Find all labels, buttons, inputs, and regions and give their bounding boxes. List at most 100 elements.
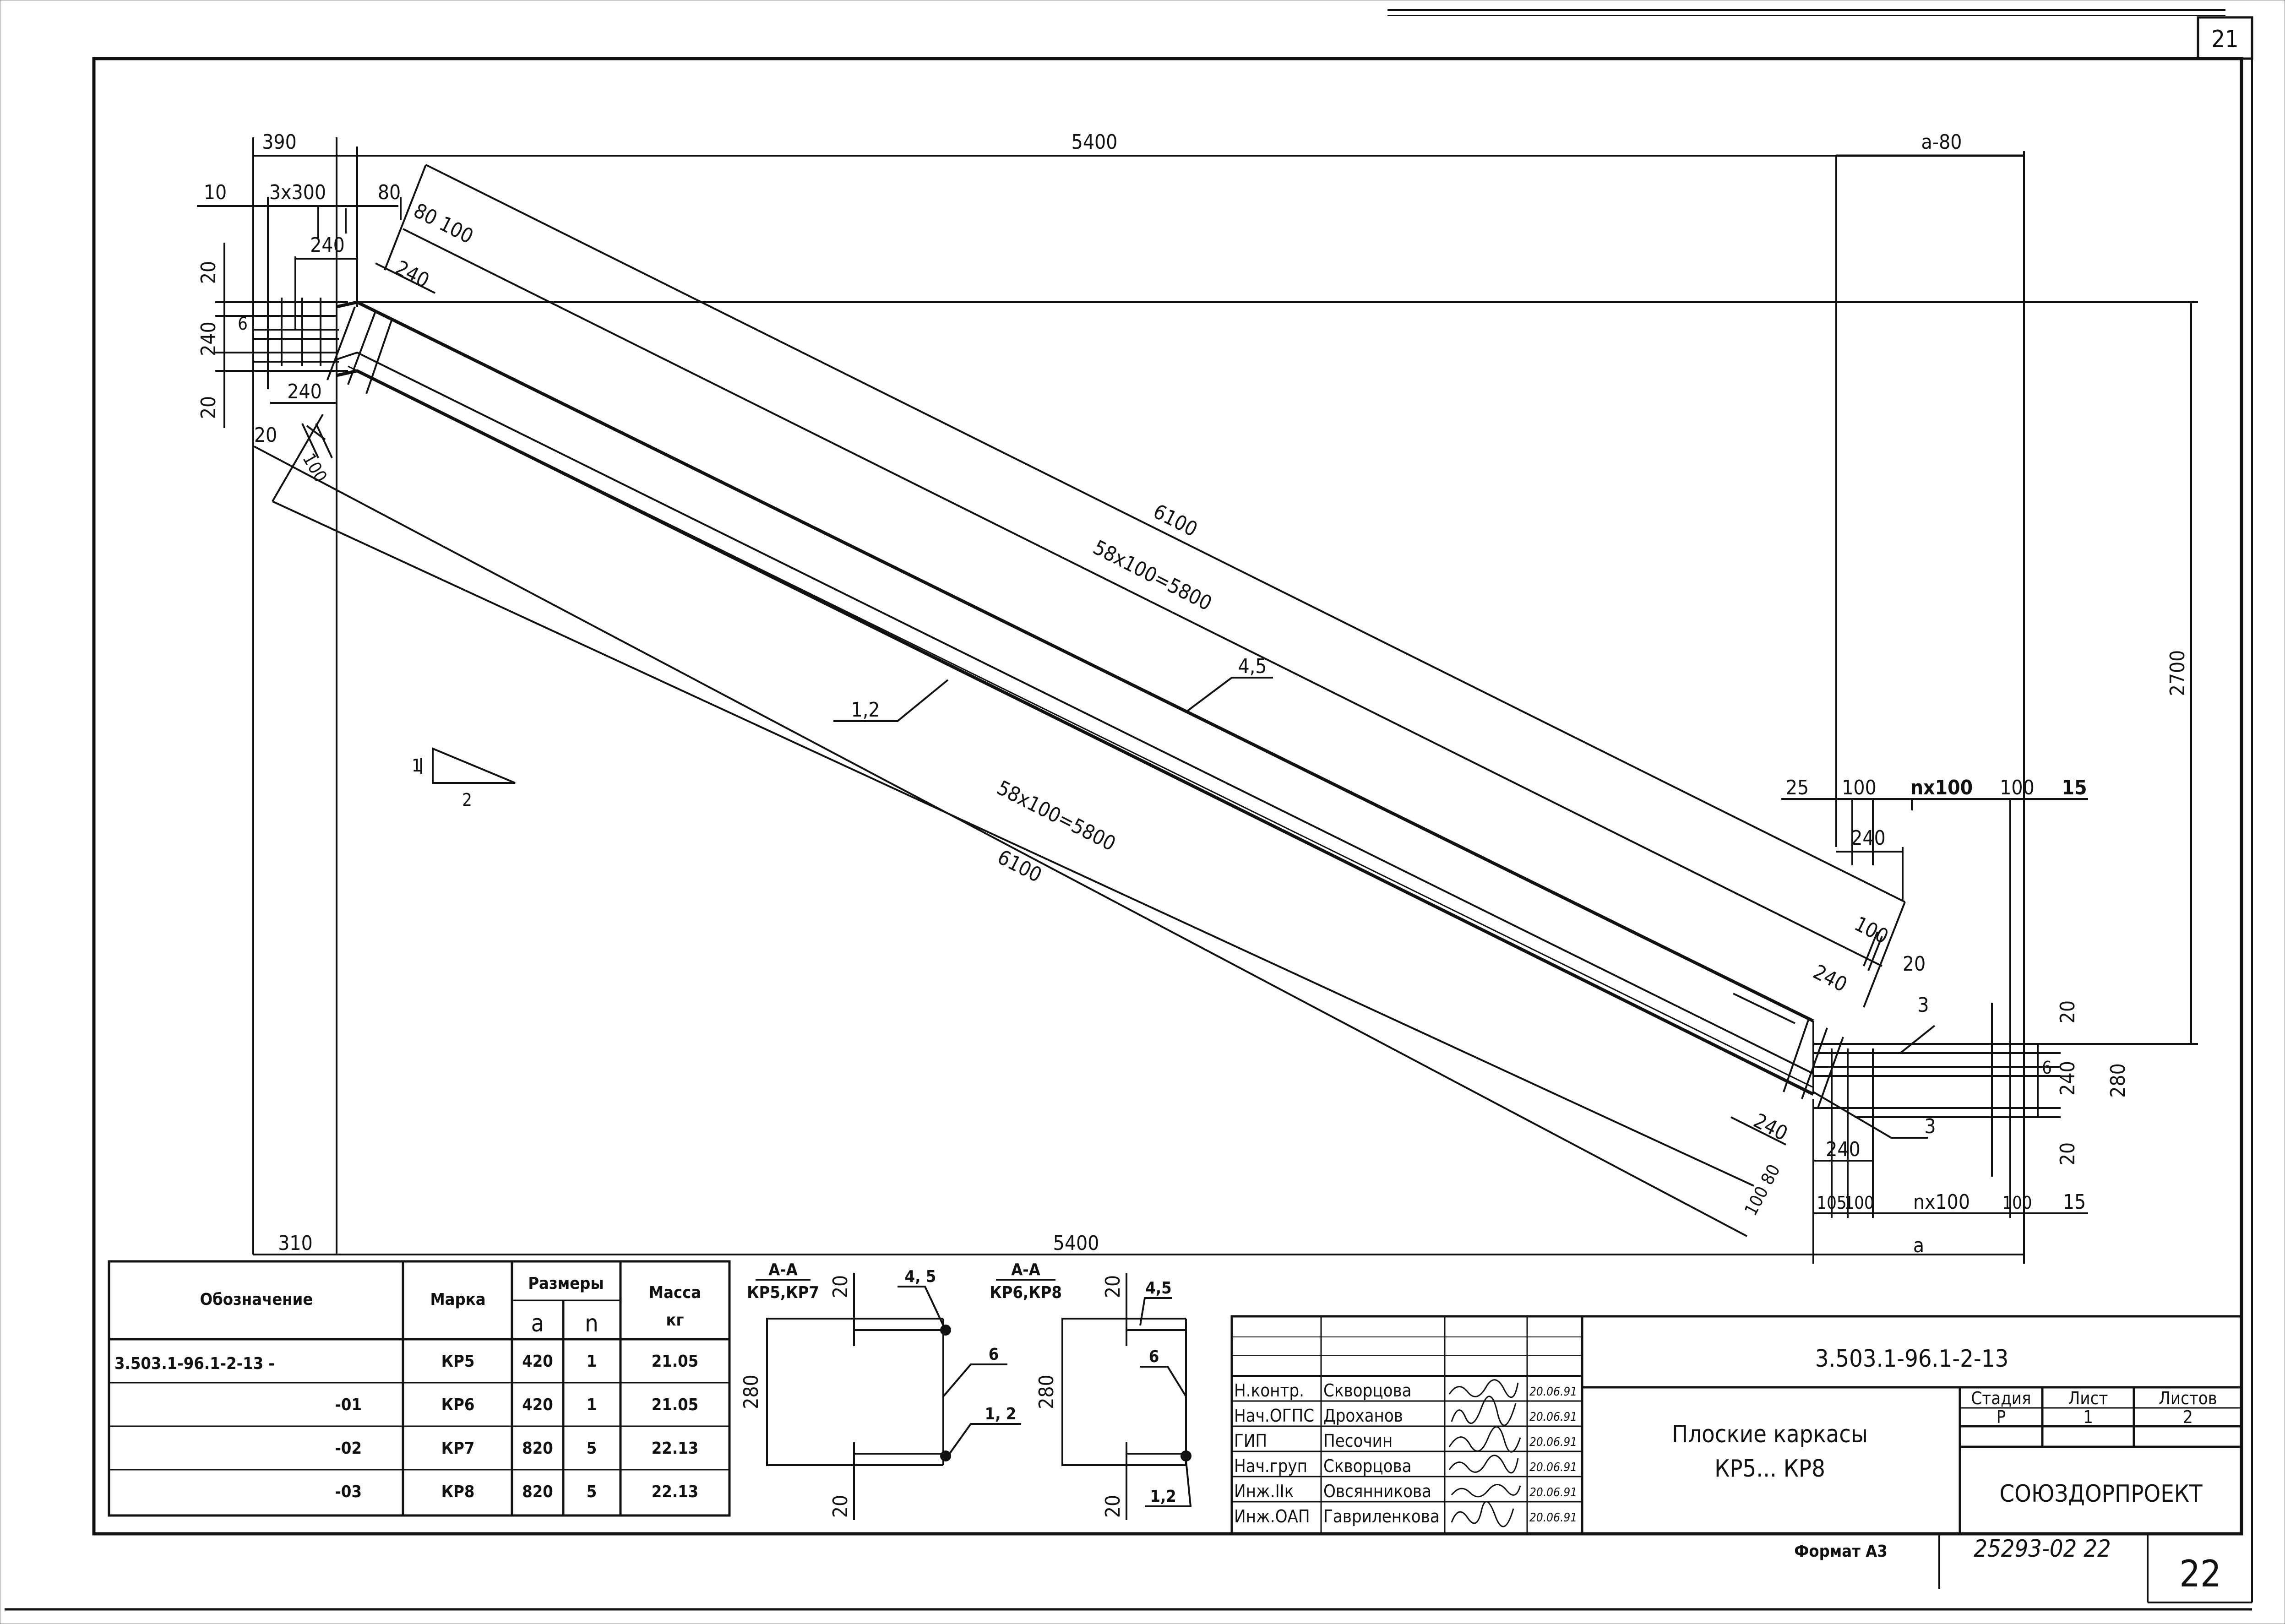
dim-text: 100 — [1842, 776, 1877, 799]
row-mass: 21.05 — [652, 1352, 698, 1371]
signer-row: Н.контр. Скворцова 20.06.91 — [1234, 1379, 1577, 1401]
leader-12 — [1145, 1460, 1192, 1507]
signer-role: Инж.IIк — [1234, 1481, 1294, 1501]
dim-text: 280 — [2106, 1063, 2130, 1098]
leader-label-12: 1,2 — [851, 698, 880, 722]
dim-text: 310 — [278, 1232, 313, 1255]
rebar-dot — [940, 1450, 951, 1461]
header-mark: Марка — [430, 1290, 485, 1309]
dim-text: 100 — [1850, 912, 1892, 949]
dim-text: 20 — [1903, 952, 1926, 976]
slope-label: 2 — [462, 790, 472, 810]
drawing-title-2: КР5... КР8 — [1714, 1455, 1825, 1483]
dim-text: 20 — [197, 261, 220, 284]
signer-role: Инж.ОАП — [1234, 1506, 1310, 1526]
dim-5800-bottom — [272, 500, 1754, 1187]
signer-row: Инж.IIк Овсянникова 20.06.91 — [1234, 1481, 1577, 1501]
rebar-dot — [1181, 1450, 1191, 1461]
dim-text: nx100 — [1910, 776, 1973, 799]
stage-value: Р — [1997, 1407, 2006, 1427]
dim-text: 100 — [299, 450, 331, 486]
bar-upper-outer — [336, 300, 1814, 1023]
dim-text: 80 100 — [410, 199, 477, 248]
signer-name: Скворцова — [1323, 1380, 1412, 1401]
end-hatch — [347, 311, 376, 385]
sheet-value: 1 — [2083, 1407, 2093, 1427]
row-mass: 21.05 — [652, 1396, 698, 1414]
header-designation: Обозначение — [200, 1290, 313, 1309]
tick — [1867, 936, 1883, 971]
signer-date: 20.06.91 — [1529, 1461, 1577, 1474]
dim-text: nx100 — [1913, 1190, 1970, 1214]
spec-table-frame — [108, 1260, 731, 1517]
spec-table — [108, 1260, 731, 1517]
dim-text: 390 — [262, 130, 297, 154]
dim-text: 240 — [1750, 1109, 1791, 1146]
dim-6100-top — [425, 164, 1905, 903]
dim-text: 100 80 — [1741, 1161, 1784, 1219]
ext-line — [272, 413, 324, 502]
dim-text: 240 — [1809, 960, 1850, 997]
section-label: 1, 2 — [985, 1405, 1017, 1423]
leader-label-3: 3 — [1917, 994, 1929, 1017]
row-mass: 22.13 — [652, 1439, 698, 1458]
signer-date: 20.06.91 — [1529, 1410, 1577, 1424]
format-label: Формат А3 — [1794, 1542, 1888, 1561]
dim-6100-bottom — [254, 445, 1747, 1237]
dim-text: 20 — [2056, 1142, 2079, 1165]
dim-text: 240 — [1851, 826, 1886, 850]
archive-number: 25293-02 22 — [1974, 1535, 2111, 1563]
signer-role: Нач.груп — [1234, 1456, 1307, 1476]
signer-name: Дроханов — [1323, 1406, 1403, 1426]
dim-text: 100 — [2002, 1193, 2032, 1213]
signature — [1451, 1396, 1517, 1426]
slope-label: 1 — [412, 755, 422, 776]
signer-row: Инж.ОАП Гавриленкова 20.06.91 — [1234, 1501, 1577, 1527]
dim-text: 3x300 — [269, 181, 326, 204]
tick — [1863, 931, 1878, 967]
leader-12 — [947, 1423, 1021, 1457]
signer-role: Нач.ОГПС — [1234, 1406, 1314, 1426]
signer-row: ГИП Песочин 20.06.91 — [1234, 1426, 1577, 1453]
signer-role: ГИП — [1234, 1431, 1267, 1451]
stage-label: Стадия — [1971, 1388, 2031, 1408]
row-a: 820 — [522, 1483, 553, 1501]
row-designation: -03 — [335, 1483, 362, 1501]
row-mark: КР5 — [441, 1352, 475, 1371]
title-block-text: 3.503.1-96.1-2-13 Плоские каркасы КР5...… — [1234, 1345, 2221, 1595]
header-a: a — [531, 1310, 544, 1337]
leader-45 — [1139, 1297, 1172, 1326]
row-designation: 3.503.1-96.1-2-13 - — [114, 1354, 275, 1373]
organization: СОЮЗДОРПРОЕКТ — [1999, 1480, 2203, 1508]
signature — [1448, 1379, 1519, 1398]
dim-text: 105 — [1817, 1193, 1846, 1213]
header-mass: Масса — [649, 1283, 701, 1302]
signer-date: 20.06.91 — [1529, 1435, 1577, 1449]
section-subtitle: КР6,КР8 — [990, 1283, 1062, 1302]
section-dim-text: 20 — [1101, 1275, 1125, 1298]
leader-3-bottom — [1812, 1091, 1928, 1139]
table-row: -01 КР6 420 1 21.05 — [335, 1396, 698, 1414]
dim-text: 240 — [197, 321, 220, 356]
header-sizes: Размеры — [528, 1274, 604, 1293]
dim-text: a-80 — [1921, 130, 1962, 154]
section-label: 6 — [1149, 1347, 1159, 1366]
row-n: 5 — [587, 1439, 597, 1458]
section-label: 4, 5 — [905, 1267, 936, 1286]
dim-text: 15 — [2062, 776, 2087, 799]
section-label: 4,5 — [1145, 1279, 1171, 1298]
dim-text: 20 — [197, 396, 220, 419]
bar-upper-inner — [336, 351, 1814, 1075]
dim-240-skew — [1730, 1116, 1786, 1146]
outer-frame — [92, 57, 2243, 1536]
leader-45 — [898, 1286, 944, 1326]
dimension-labels: 390 5400 a-80 10 3x300 80 80 100 240 240… — [197, 130, 2189, 1257]
row-mark: КР8 — [441, 1483, 475, 1501]
end-hatch — [326, 306, 356, 380]
bar-lower-outer — [336, 369, 1814, 1096]
section-label: 6 — [989, 1345, 999, 1364]
section-subtitle: КР5,КР7 — [747, 1283, 819, 1302]
leader-12 — [833, 679, 949, 722]
row-a: 820 — [522, 1439, 553, 1458]
dim-text: 240 — [2056, 1061, 2079, 1096]
